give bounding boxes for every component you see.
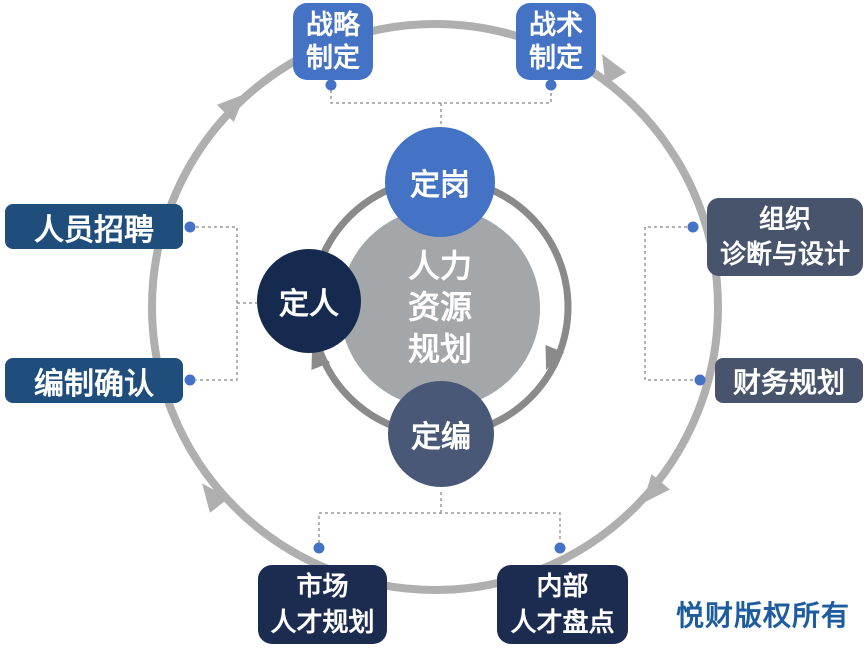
connector-dot [313, 542, 325, 554]
copyright-text: 悦财版权所有 [676, 600, 851, 631]
box-internal-talent-review: 内部 人才盘点 [497, 565, 628, 644]
box-establishment-confirmation: 编制确认 [5, 358, 183, 403]
node-bottom-label: 定编 [411, 421, 471, 454]
connector-dot [545, 79, 557, 91]
flow-arrowhead-bottom-right [642, 474, 670, 504]
center-title-text: 人力 资源 规划 [407, 247, 472, 367]
box-strategy-label: 战略 制定 [306, 10, 360, 73]
box-personnel-recruitment: 人员招聘 [5, 204, 183, 249]
box-financial-planning: 财务规划 [715, 358, 863, 403]
box-internal-label: 内部 人才盘点 [510, 571, 615, 637]
connector-dot [325, 79, 337, 91]
center-circle [340, 208, 540, 408]
connector-dot [184, 221, 196, 233]
box-recruitment-label: 人员招聘 [34, 213, 154, 247]
box-tactics-label: 战术 制定 [529, 10, 583, 73]
connector-dot [184, 374, 196, 386]
box-establishment-label: 编制确认 [34, 367, 154, 401]
connector-dot [554, 542, 566, 554]
flow-arrowhead-top-left [217, 93, 246, 122]
node-circle-dingren: 定人 [257, 249, 361, 353]
box-organization-diagnosis-design: 组织 诊断与设计 [707, 198, 863, 276]
box-tactics-formulation: 战术 制定 [516, 3, 596, 80]
copyright-watermark: 悦财版权所有 [676, 596, 861, 632]
box-organization-label: 组织 诊断与设计 [719, 203, 850, 269]
connector-dot [694, 374, 706, 386]
box-finance-label: 财务规划 [732, 366, 845, 398]
box-strategy-formulation: 战略 制定 [293, 3, 373, 80]
connector-top [330, 90, 552, 126]
flow-arrowhead-bottom-left [202, 483, 229, 513]
connector-left [196, 226, 258, 381]
center-title: 人力 资源 规划 [340, 208, 540, 408]
inner-arrowhead-right [545, 344, 565, 371]
node-top-label: 定岗 [410, 169, 470, 202]
node-circle-dinggang: 定岗 [385, 127, 495, 237]
connector-bottom [318, 490, 561, 543]
connector-right [644, 226, 694, 381]
connector-dot [687, 221, 699, 233]
box-market-talent-planning: 市场 人才规划 [258, 565, 387, 644]
flow-arrowhead-top-right [602, 54, 627, 85]
box-market-label: 市场 人才规划 [270, 571, 375, 637]
outer-flow-ring [148, 20, 722, 594]
node-circle-dingbian: 定编 [388, 381, 494, 487]
node-left-label: 定人 [279, 288, 339, 321]
